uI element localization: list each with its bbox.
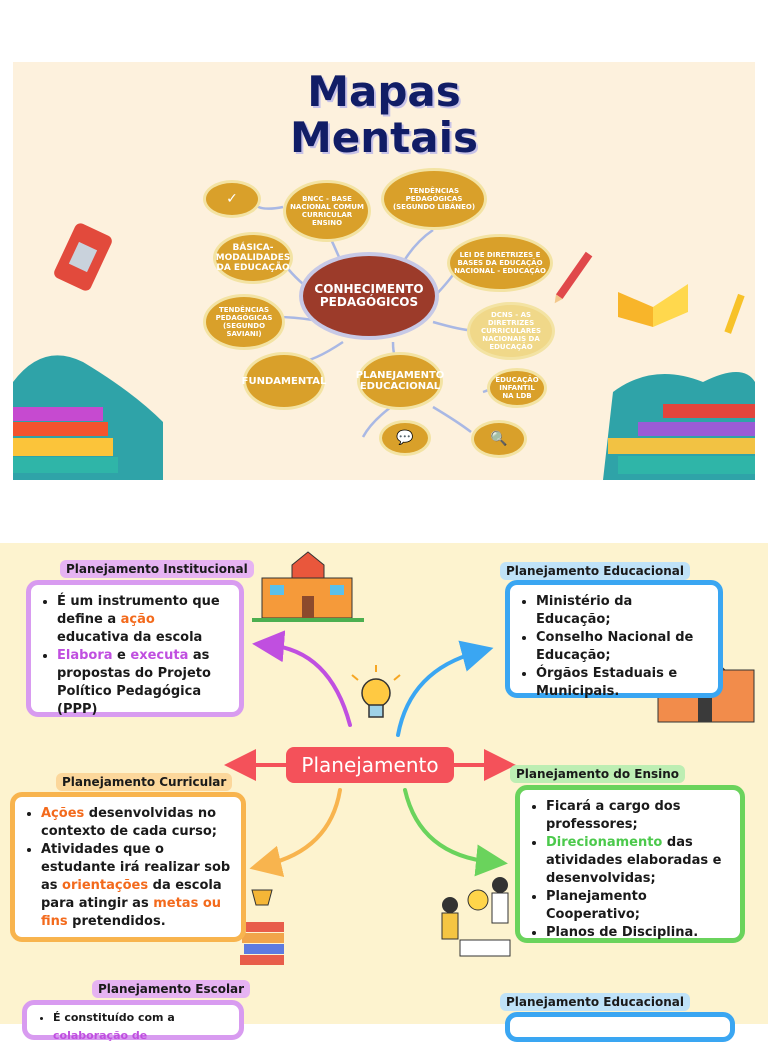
search-icon: 🔍: [471, 420, 527, 458]
map-title-line2: Mentais: [290, 113, 478, 162]
institucional-item-1: É um instrumento que define a ação educa…: [57, 593, 229, 647]
mind-map-panel: Mapas Mentais ✓ BNCC - BASE NACIONAL COM…: [13, 62, 755, 480]
pencil-icon: [554, 251, 593, 304]
educacional-item-3: Órgãos Estaduais e Municipais.: [536, 665, 708, 701]
tag-educacional-2: Planejamento Educacional: [500, 993, 691, 1011]
card-institucional: É um instrumento que define a ação educa…: [26, 580, 244, 717]
ensino-item-1: Ficará a cargo dos professores;: [546, 798, 730, 834]
institucional-item-2: Elabora e executa as propostas do Projet…: [57, 647, 229, 719]
books-right-icon: [603, 372, 755, 480]
team-people-icon: [441, 877, 511, 957]
node-bncc: BNCC - BASE NACIONAL COMUM CURRICULAR EN…: [283, 180, 371, 242]
card-escolar: É constituído com a colaboração de: [22, 1000, 244, 1042]
tag-institucional: Planejamento Institucional: [60, 560, 254, 578]
curricular-item-1: Ações desenvolvidas no contexto de cada …: [41, 805, 231, 841]
chat-icon: 💬: [379, 420, 431, 456]
node-dcns: DCNS - AS DIRETRIZES CURRICULARES NACION…: [467, 302, 555, 360]
card-educacional: Ministério da Educação; Conselho Naciona…: [505, 580, 723, 701]
open-book-icon: [618, 284, 688, 327]
card-ensino: Ficará a cargo dos professores; Direcion…: [515, 785, 745, 943]
node-center: CONHECIMENTO PEDAGÓGICOS: [299, 252, 439, 340]
tag-escolar: Planejamento Escolar: [92, 980, 251, 998]
lightbulb-icon: [351, 665, 401, 718]
node-infantil: EDUCAÇÃO INFANTIL NA LDB: [487, 368, 547, 408]
ensino-item-4: Planos de Disciplina.: [546, 924, 730, 942]
books-left-icon: [13, 355, 163, 480]
planejamento-center: Planejamento: [286, 747, 454, 783]
tag-educacional: Planejamento Educacional: [500, 562, 691, 580]
school-building-icon: [252, 551, 364, 622]
trophy-books-icon: [240, 889, 284, 965]
node-fundamental: FUNDAMENTAL: [242, 352, 326, 410]
node-basica: BÁSICA- MODALIDADES DA EDUCAÇÃO: [213, 232, 293, 284]
crayon-icon: [724, 293, 745, 334]
card-educacional-2: [505, 1012, 735, 1042]
node-tendencias-saviani: TENDÊNCIAS PEDAGÓGICAS (SEGUNDO SAVIANI): [203, 294, 285, 350]
node-planejamento: PLANEJAMENTO EDUCACIONAL: [356, 352, 444, 410]
decorations: [13, 223, 755, 480]
card-curricular: Ações desenvolvidas no contexto de cada …: [10, 792, 246, 942]
curricular-item-2: Atividades que o estudante irá realizar …: [41, 841, 231, 931]
node-ldb: LEI DE DIRETRIZES E BASES DA EDUCAÇÃO NA…: [447, 234, 553, 292]
tag-ensino: Planejamento do Ensino: [510, 765, 686, 783]
node-tendencias-libaneo: TENDÊNCIAS PEDAGÓGICAS (SEGUNDO LIBÂNEO): [381, 168, 487, 230]
escolar-item-1: É constituído com a colaboração de: [53, 1009, 229, 1045]
ensino-item-3: Planejamento Cooperativo;: [546, 888, 730, 924]
educacional-item-1: Ministério da Educação;: [536, 593, 708, 629]
ensino-item-2: Direcionamento das atividades elaboradas…: [546, 834, 730, 888]
tag-curricular: Planejamento Curricular: [56, 773, 233, 791]
educacional-item-2: Conselho Nacional de Educação;: [536, 629, 708, 665]
check-icon: ✓: [203, 180, 261, 218]
sharpener-icon: [54, 223, 112, 291]
map-title-line1: Mapas: [307, 67, 461, 116]
